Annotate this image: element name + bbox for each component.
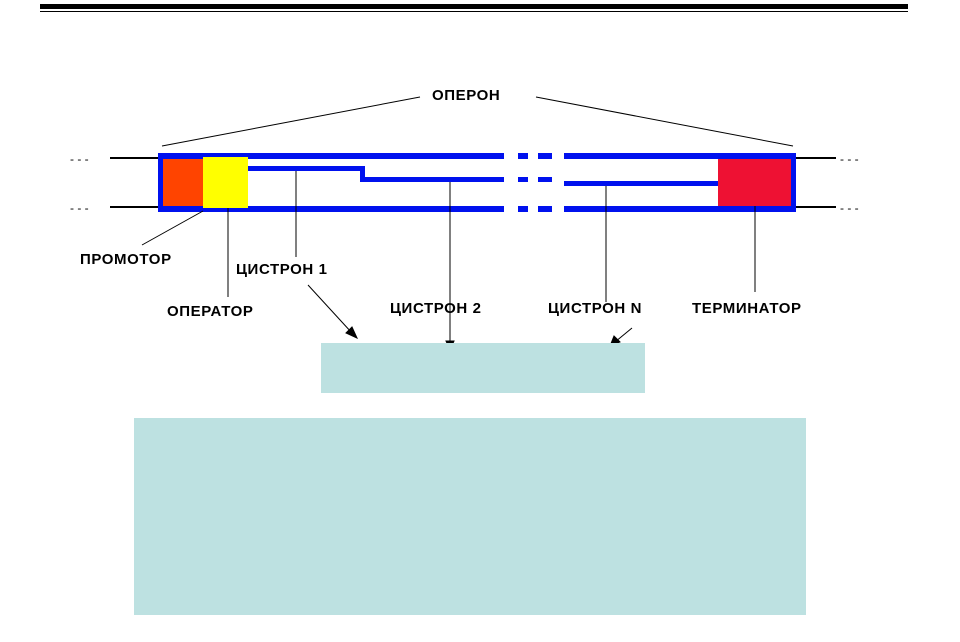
top-rule (40, 4, 908, 9)
cistron-gap-dash-2 (538, 177, 552, 182)
operon-label: ОПЕРОН (432, 87, 500, 104)
operon-frame (158, 153, 796, 212)
terminator-region (718, 159, 791, 206)
cistron-step (360, 166, 365, 182)
promoter-region (163, 159, 203, 206)
cistron-1-segment (248, 166, 362, 171)
dna-end-right-top: - - - (840, 152, 859, 166)
frame-bottom-mid2 (538, 206, 552, 212)
frame-bottom-left (158, 206, 504, 212)
terminator-label: ТЕРМИНАТОР (692, 300, 802, 317)
top-rule-thin (40, 11, 908, 12)
frame-top-left (158, 153, 504, 159)
dna-end-left-bottom: - - - (70, 201, 89, 215)
promoter-leader (141, 210, 204, 246)
dna-end-right-bottom: - - - (840, 201, 859, 215)
frame-bottom-mid (518, 206, 528, 212)
operon-bracket-right (535, 96, 794, 147)
operator-label: ОПЕРАТОР (167, 303, 254, 320)
cistron-1-label: ЦИСТРОН 1 (236, 261, 328, 278)
frame-top-mid (518, 153, 528, 159)
frame-top-mid2 (538, 153, 552, 159)
arrow-cistron-1 (307, 284, 353, 334)
cistron-2-segment (360, 177, 504, 182)
operator-region (203, 157, 248, 208)
frame-left-side (158, 153, 163, 212)
arrow-cistron-1-head (345, 326, 359, 340)
cistron-line (248, 166, 718, 186)
info-box-small (321, 343, 645, 393)
cistron-gap-dash-1 (518, 177, 528, 182)
frame-right-side (791, 153, 796, 212)
promoter-label: ПРОМОТОР (80, 251, 172, 268)
dna-end-left-top: - - - (70, 152, 89, 166)
cistron-2-label: ЦИСТРОН 2 (390, 300, 482, 317)
cistron-n-segment (564, 181, 718, 186)
operon-bracket-left (161, 96, 421, 147)
frame-top-right (564, 153, 796, 159)
frame-bottom-right (564, 206, 796, 212)
arrows (307, 284, 633, 352)
cistron-n-label: ЦИСТРОН N (548, 300, 642, 317)
info-box-large (134, 418, 806, 615)
